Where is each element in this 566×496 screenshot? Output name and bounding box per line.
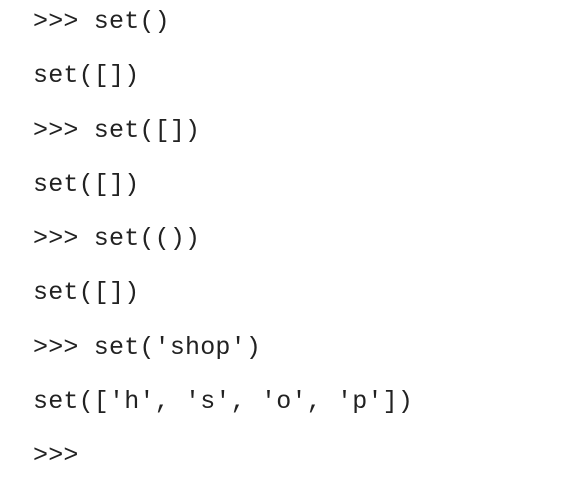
console-input-line: >>> set() — [33, 7, 170, 36]
console-input-line: >>> set([]) — [33, 115, 201, 145]
console-output-line: set([]) — [33, 61, 140, 91]
console-input-line: >>> set(()) — [33, 224, 201, 254]
console-output-line: set([]) — [33, 278, 140, 308]
console-input-line: >>> set('shop') — [33, 332, 262, 362]
console-output-line: set(['h', 's', 'o', 'p']) — [33, 387, 414, 417]
python-console-transcript: >>> set() set([]) >>> set([]) set([]) >>… — [33, 3, 413, 492]
console-prompt-line: >>> — [33, 441, 79, 471]
console-output-line: set([]) — [33, 169, 140, 199]
